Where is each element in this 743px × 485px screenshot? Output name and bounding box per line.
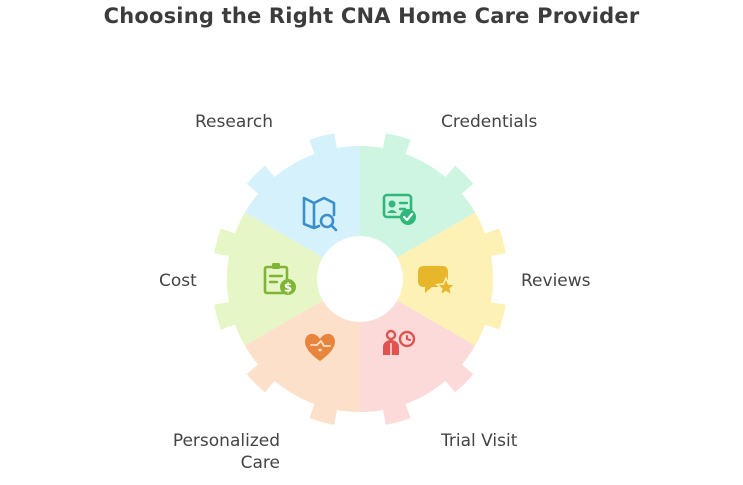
- sector-trial-visit: [360, 279, 476, 425]
- label-trial-visit: Trial Visit: [441, 431, 518, 451]
- label-cost: Cost: [159, 271, 197, 291]
- heart-puzzle-icon: [305, 333, 335, 361]
- sector-credentials: [360, 133, 476, 279]
- label-credentials: Credentials: [441, 112, 538, 132]
- map-search-icon: [302, 196, 338, 232]
- sector-research: [244, 133, 360, 279]
- label-personalized-line2: Care: [240, 453, 280, 473]
- id-card-check-icon: [382, 193, 416, 225]
- label-personalized-line1: Personalized: [172, 431, 280, 451]
- person-clock-icon: [383, 329, 416, 355]
- gear-center-hole: [317, 236, 403, 322]
- svg-text:$: $: [284, 281, 292, 295]
- label-research: Research: [195, 112, 273, 132]
- diagram-title: Choosing the Right CNA Home Care Provide…: [103, 4, 640, 28]
- label-reviews: Reviews: [521, 271, 591, 291]
- sector-personalized-care: [244, 279, 360, 425]
- chat-star-icon: [418, 266, 457, 297]
- clipboard-dollar-icon: $: [263, 263, 296, 295]
